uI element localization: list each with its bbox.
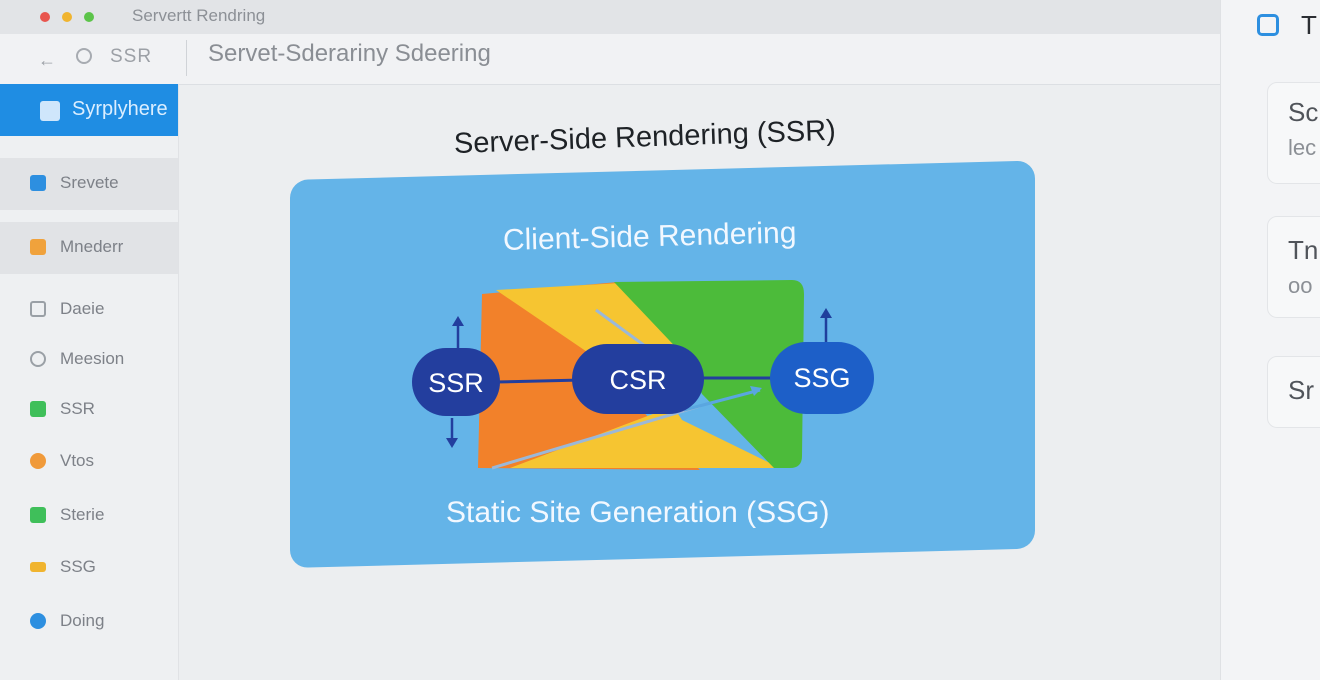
sidebar: Syrplyhere Srevete Mnederr Daeie Meesion… <box>0 84 179 680</box>
window-titlebar: Servertt Rendring <box>0 0 1220 35</box>
square-icon <box>30 175 46 191</box>
sidebar-item-label: Srevete <box>60 173 119 192</box>
nav-ssr-label[interactable]: SSR <box>110 46 153 67</box>
sidebar-item-doing[interactable]: Doing <box>0 596 178 648</box>
reload-icon[interactable] <box>76 48 92 64</box>
sidebar-item-label: Meesion <box>60 349 125 368</box>
sidebar-item-label: SSR <box>60 399 95 418</box>
diagonal-line <box>491 404 701 470</box>
orange-circle-icon <box>30 453 46 469</box>
sidebar-item-sterie[interactable]: Sterie <box>0 490 178 542</box>
sidebar-item-vtos[interactable]: Vtos <box>0 436 178 488</box>
down-arrow-icon <box>446 438 458 448</box>
right-panel: T Sc lec Tn oo Sr <box>1220 0 1320 680</box>
calendar-icon <box>30 301 46 317</box>
sidebar-item-srevete[interactable]: Srevete <box>0 158 178 210</box>
puzzle-icon[interactable] <box>1257 14 1279 36</box>
green-square-icon <box>30 401 46 417</box>
rendering-diagram: SSR CSR SSG <box>412 280 874 470</box>
up-arrow-icon <box>820 308 832 318</box>
sidebar-item-label: Vtos <box>60 451 95 470</box>
sidebar-item-label: Doing <box>60 611 105 630</box>
close-window-button[interactable] <box>40 12 50 22</box>
sidebar-item-label: Daeie <box>60 299 105 318</box>
csr-node-label: CSR <box>609 365 666 395</box>
ssr-node[interactable] <box>412 348 500 416</box>
green-square-icon <box>30 507 46 523</box>
sidebar-item-ssr[interactable]: SSR <box>0 384 178 436</box>
sidebar-item-syrplyhere[interactable]: Syrplyhere <box>0 84 178 136</box>
card-subtitle: lec <box>1288 135 1317 160</box>
page-title: Server-Side Rendering (SSR) <box>453 114 837 160</box>
up-arrow-icon <box>452 316 464 326</box>
ssr-csr-connector <box>495 378 583 384</box>
orange-bar-icon <box>30 562 46 572</box>
sidebar-item-label: Sterie <box>60 505 105 524</box>
blue-circle-icon <box>30 613 46 629</box>
sidebar-item-mnederr[interactable]: Mnederr <box>0 222 178 274</box>
address-bar[interactable]: Servet-Sderariny Sdeering <box>196 36 1196 76</box>
right-panel-card[interactable]: Sr <box>1267 356 1320 428</box>
sidebar-item-daeie[interactable]: Daeie <box>0 284 178 336</box>
maximize-window-button[interactable] <box>84 12 94 22</box>
card-title: Tn <box>1288 235 1319 265</box>
nav-divider <box>186 40 187 76</box>
window-title: Servertt Rendring <box>132 6 266 25</box>
minimize-window-button[interactable] <box>62 12 72 22</box>
sidebar-item-meesion[interactable]: Meesion <box>0 334 178 386</box>
ssg-node[interactable] <box>770 342 874 414</box>
card-subtitle: oo <box>1288 273 1313 298</box>
right-panel-card[interactable]: Sc lec <box>1267 82 1320 184</box>
csr-node[interactable] <box>572 344 704 414</box>
diagram-caption: Static Site Generation (SSG) <box>446 496 830 529</box>
grid-icon <box>40 101 60 121</box>
sidebar-item-label: Syrplyhere <box>72 98 168 120</box>
ssr-node-label: SSR <box>428 368 484 398</box>
address-text: Servet-Sderariny Sdeering <box>208 40 491 67</box>
folder-icon <box>30 239 46 255</box>
clock-icon <box>30 351 46 367</box>
navigation-bar <box>0 34 1220 85</box>
arrow-line <box>683 388 761 412</box>
green-region <box>614 280 804 468</box>
sidebar-item-label: SSG <box>60 557 96 576</box>
sidebar-item-label: Mnederr <box>60 237 124 256</box>
card-title: Sr <box>1288 375 1314 405</box>
right-panel-card[interactable]: Tn oo <box>1267 216 1320 318</box>
sidebar-item-ssg[interactable]: SSG <box>0 542 178 594</box>
card-title: Sc <box>1288 97 1319 127</box>
right-panel-title: T <box>1301 10 1317 40</box>
ssg-node-label: SSG <box>793 363 850 393</box>
arrow-head-icon <box>750 386 762 396</box>
back-arrow-icon[interactable]: ← <box>38 50 56 70</box>
